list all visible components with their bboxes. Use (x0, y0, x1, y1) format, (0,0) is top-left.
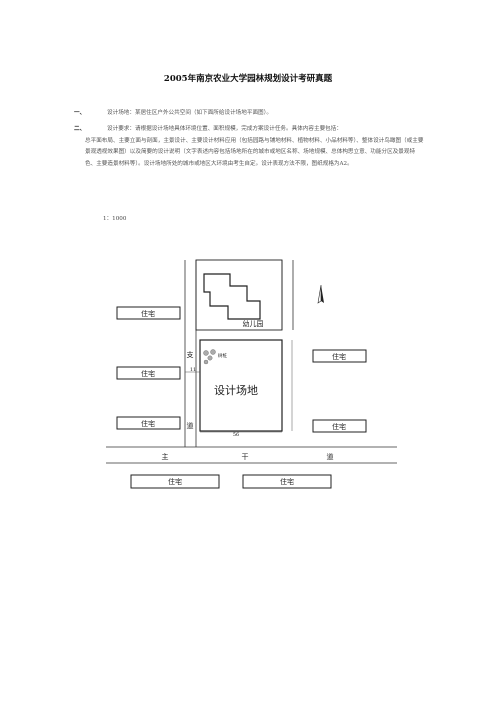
residential-label: 住宅 (141, 369, 155, 378)
kindergarten-building (203, 273, 261, 320)
tree-icon (203, 350, 209, 356)
residential-label: 住宅 (332, 422, 346, 431)
residential-block-west-2 (116, 366, 181, 380)
branch-road-label-1: 支 (187, 350, 194, 359)
residential-label: 住宅 (332, 352, 346, 361)
dimension-width: 56 (233, 432, 239, 438)
design-site-label: 设计场地 (214, 383, 258, 397)
tree-icon (207, 355, 213, 361)
tree-icon (203, 359, 209, 365)
main-road-label-1: 主 (162, 452, 169, 461)
residential-block-west-1 (116, 306, 181, 320)
residential-block-south-1 (130, 474, 220, 489)
residential-block-west-3 (116, 416, 181, 430)
residential-label: 住宅 (141, 419, 155, 428)
design-site-boundary (199, 339, 283, 432)
north-arrow-icon (317, 284, 324, 304)
residential-block-east-2 (312, 419, 367, 433)
residential-label: 住宅 (168, 477, 182, 486)
residential-block-east-1 (312, 349, 367, 363)
residential-label: 住宅 (280, 477, 294, 486)
item-text-rest: 总平面布局、主要立面与剖面，主景设计、主要设计材料应用（包括园路与铺地材料、植物… (85, 137, 424, 167)
item-text-first-line: 设计要求：请根据设计场地具体环境位置、面积规模，完成方案设计任务。具体内容主要包… (107, 126, 342, 132)
item-number: 一、 (74, 110, 86, 116)
dimension-small: 11 (190, 367, 196, 373)
existing-trees-label: 树桩 (218, 352, 227, 359)
main-road-label-3: 道 (327, 452, 334, 461)
tree-icon (210, 349, 216, 355)
kindergarten-label: 幼儿园 (243, 319, 264, 328)
item-number: 二、 (74, 126, 86, 132)
kindergarten-lot (195, 259, 283, 331)
residential-label: 住宅 (141, 309, 155, 318)
branch-road-label-2: 道 (187, 421, 194, 430)
page-title: 2005年南京农业大学园林规划设计考研真题 (163, 74, 333, 84)
item-text: 设计场地：某居住区户外公共空间（如下面所给设计场地平面图）。 (107, 110, 273, 116)
residential-block-south-2 (242, 474, 332, 489)
existing-trees-group (203, 349, 216, 365)
scale-label: 1：1000 (103, 216, 127, 222)
main-road-label-2: 干 (242, 453, 249, 461)
